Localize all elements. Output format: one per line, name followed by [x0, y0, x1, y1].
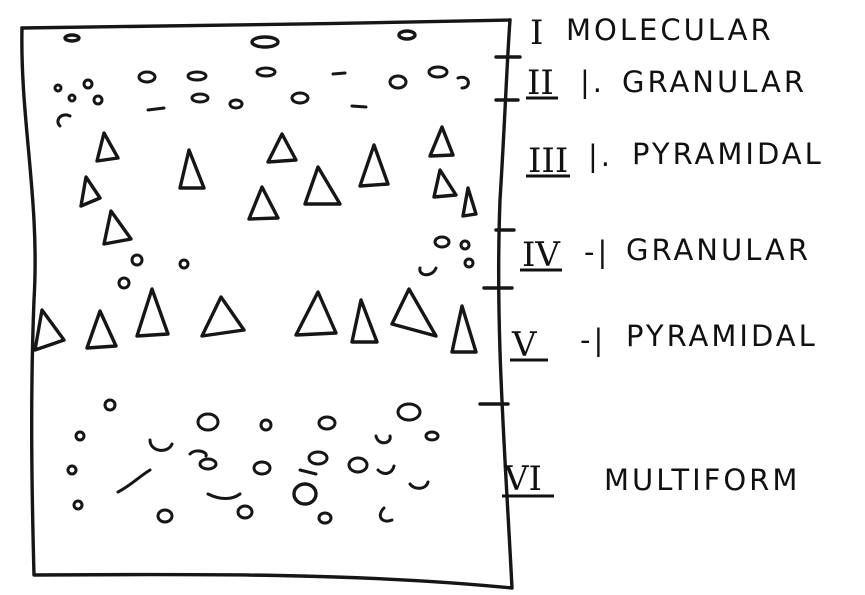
- granule-cell: [429, 67, 447, 77]
- multiform-cell: [319, 513, 331, 523]
- pyramidal-cell: [392, 289, 436, 336]
- multiform-cell: [158, 510, 172, 522]
- layer-separator: -|: [584, 235, 610, 269]
- pyramidal-cell: [430, 127, 453, 156]
- layer-label-6: VI MULTIFORM: [502, 459, 800, 499]
- pyramidal-cell: [434, 170, 456, 197]
- layer-numeral: I: [530, 13, 543, 53]
- multiform-cell: [74, 501, 82, 509]
- granule-cell: [230, 100, 242, 108]
- multiform-cell: [398, 404, 420, 420]
- layer-label-1: I MOLECULAR: [530, 13, 774, 53]
- pyramidal-cell: [180, 150, 204, 188]
- multiform-cell: [118, 470, 150, 492]
- granule-cell: [69, 95, 75, 101]
- layer-numeral: VI: [503, 459, 542, 499]
- layer-2-cells: [55, 67, 468, 126]
- layer-3-cells: [81, 127, 476, 244]
- neuron-cell: [399, 31, 415, 39]
- multiform-cell: [319, 417, 335, 429]
- granule-cell: [148, 108, 164, 110]
- multiform-cell: [410, 482, 428, 488]
- multiform-cell: [309, 452, 327, 464]
- multiform-cell: [261, 420, 271, 430]
- granule-cell: [435, 237, 449, 247]
- granule-cell: [458, 77, 468, 88]
- multiform-cell: [76, 432, 84, 440]
- pyramidal-cell: [296, 292, 336, 335]
- granule-cell: [333, 73, 345, 74]
- layer-name: MOLECULAR: [566, 13, 774, 47]
- layer-1-cells: [65, 31, 415, 47]
- pyramidal-cell: [87, 311, 116, 348]
- layer-name: GRANULAR: [622, 65, 807, 99]
- layer-5-cells: [35, 289, 476, 352]
- pyramidal-cell: [137, 289, 168, 336]
- granule-cell: [465, 259, 473, 267]
- multiform-cell: [198, 414, 218, 430]
- layer-label-5: V -| PYRAMIDAL: [510, 319, 818, 365]
- multiform-cell: [190, 451, 206, 456]
- cortex-outline: [22, 20, 512, 588]
- granule-cell: [119, 278, 129, 288]
- pyramidal-cell: [35, 310, 64, 350]
- granule-cell: [292, 93, 308, 103]
- granule-cell: [58, 115, 70, 126]
- multiform-cell: [105, 400, 115, 410]
- granule-cell: [192, 94, 208, 102]
- layer-label-3: III |. PYRAMIDAL: [526, 137, 824, 181]
- cortex-top-edge: [22, 20, 510, 28]
- pyramidal-cell: [81, 177, 100, 206]
- neuron-cell: [252, 37, 278, 47]
- granule-cell: [180, 260, 188, 268]
- multiform-cell: [376, 436, 390, 443]
- pyramidal-cell: [463, 188, 476, 216]
- multiform-cell: [380, 508, 392, 521]
- multiform-cell: [349, 458, 367, 472]
- multiform-cell: [426, 432, 438, 440]
- layer-label-4: IV -| GRANULAR: [520, 233, 811, 275]
- multiform-cell: [254, 462, 270, 474]
- layer-separator: -|: [580, 323, 606, 357]
- layer-separator: |.: [588, 139, 613, 173]
- granule-cell: [55, 85, 61, 91]
- layer-label-2: II |. GRANULAR: [526, 63, 807, 103]
- layer-name: MULTIFORM: [604, 463, 800, 497]
- layer-name: GRANULAR: [626, 233, 811, 267]
- pyramidal-cell: [268, 134, 296, 162]
- granule-cell: [461, 241, 469, 249]
- granule-cell: [257, 68, 275, 76]
- pyramidal-cell: [352, 300, 377, 342]
- granule-cell: [84, 80, 92, 88]
- pyramidal-cell: [249, 187, 278, 219]
- multiform-cell: [150, 440, 172, 450]
- granule-cell: [420, 268, 436, 275]
- multiform-cell: [238, 506, 252, 518]
- pyramidal-cell: [104, 211, 131, 244]
- multiform-cell: [208, 494, 240, 499]
- granule-cell: [132, 255, 142, 265]
- layer-name: PYRAMIDAL: [626, 319, 818, 353]
- layer-4-cells: [119, 237, 473, 288]
- granule-cell: [94, 96, 102, 104]
- layer-6-cells: [68, 400, 438, 523]
- granule-cell: [352, 106, 366, 107]
- granule-cell: [390, 76, 406, 88]
- neuron-cell: [65, 35, 79, 41]
- multiform-cell: [68, 466, 76, 474]
- multiform-cell: [200, 459, 216, 469]
- multiform-cell: [294, 484, 316, 504]
- pyramidal-cell: [305, 167, 340, 204]
- layer-name: PYRAMIDAL: [632, 137, 824, 171]
- layer-separator: |.: [580, 65, 605, 99]
- pyramidal-cell: [97, 133, 118, 161]
- pyramidal-cell: [452, 306, 476, 352]
- granule-cell: [139, 72, 155, 82]
- multiform-cell: [300, 470, 316, 474]
- multiform-cell: [378, 466, 394, 473]
- granule-cell: [188, 72, 206, 80]
- pyramidal-cell: [360, 145, 388, 186]
- pyramidal-cell: [202, 297, 244, 336]
